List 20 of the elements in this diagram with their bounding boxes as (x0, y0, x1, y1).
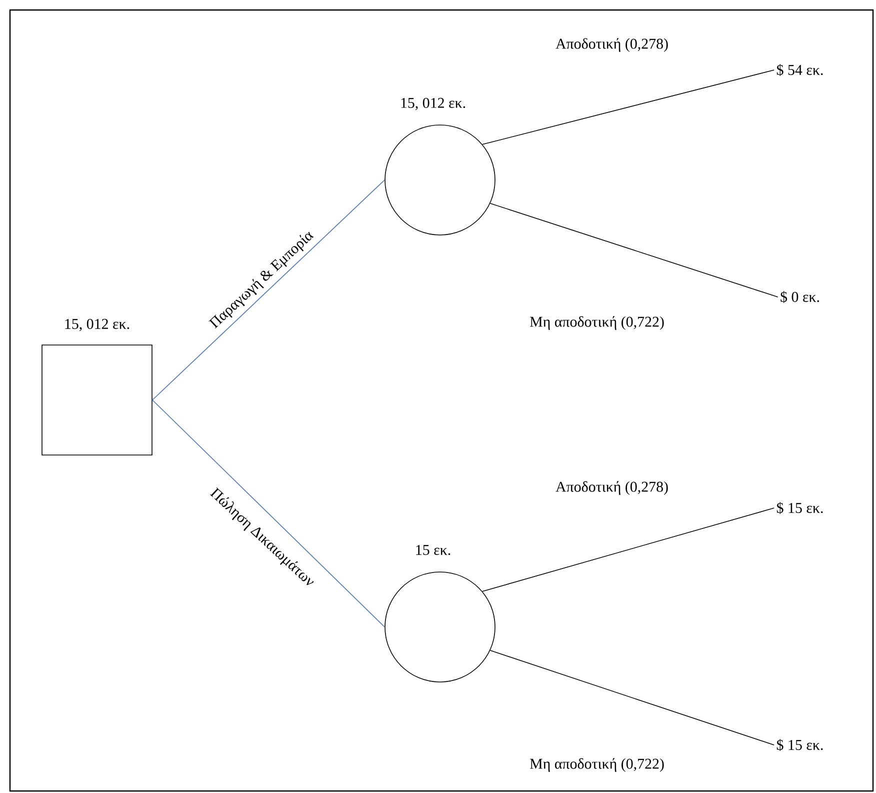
outcome-value: $ 15 εκ. (776, 739, 823, 751)
branch-line (482, 70, 774, 145)
branch-line (152, 400, 385, 628)
outcome-value: $ 0 εκ. (780, 291, 819, 303)
edge-label: Αποδοτική (0,278) (556, 38, 668, 52)
outcome-value: $ 54 εκ. (776, 64, 823, 76)
edge-label: Μη αποδοτική (0,722) (530, 758, 664, 772)
edge-label: Μη αποδοτική (0,722) (530, 316, 664, 330)
node-value: 15, 012 εκ. (65, 318, 130, 332)
node-value: 15, 012 εκ. (401, 98, 466, 110)
branch-line (490, 203, 778, 298)
decision-square (42, 344, 152, 456)
chance-circle (384, 572, 496, 682)
outcome-value: $ 15 εκ. (776, 502, 823, 514)
edge-label: Αποδοτική (0,278) (556, 481, 668, 495)
node-value: 15 εκ. (416, 544, 450, 556)
branch-line (482, 508, 774, 592)
chance-circle (384, 124, 496, 236)
branch-line (152, 180, 385, 400)
branch-line (490, 650, 774, 746)
